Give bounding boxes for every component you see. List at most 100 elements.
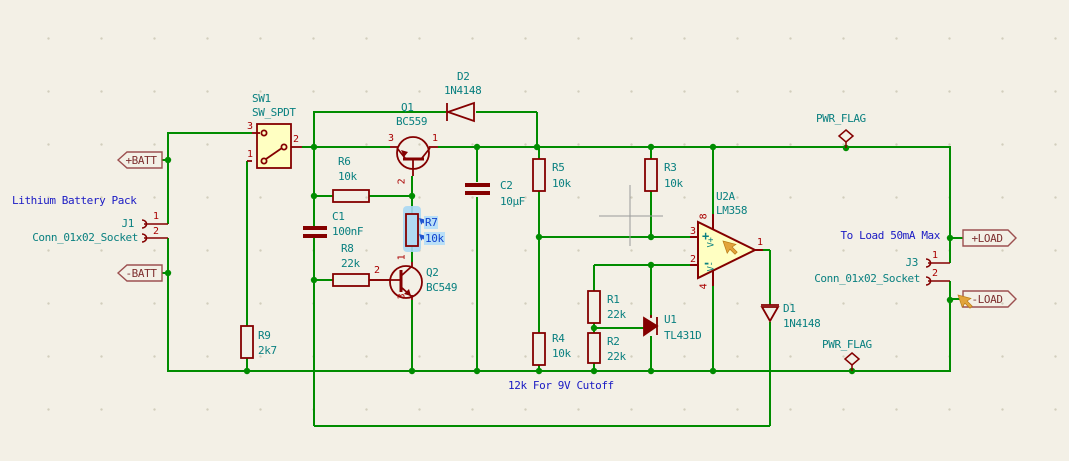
q2-pin-2: 2 bbox=[374, 265, 380, 276]
j3-pin-2: 2 bbox=[932, 268, 938, 279]
r2-ref[interactable]: R2 bbox=[607, 335, 620, 348]
d1-value[interactable]: 1N4148 bbox=[783, 317, 821, 330]
d2-ref[interactable]: D2 bbox=[457, 70, 470, 83]
component-c2[interactable] bbox=[465, 183, 490, 195]
d1-ref[interactable]: D1 bbox=[783, 302, 796, 315]
component-r3[interactable] bbox=[644, 158, 658, 192]
u1-value[interactable]: TL431D bbox=[664, 329, 702, 342]
d2-value[interactable]: 1N4148 bbox=[444, 84, 482, 97]
label-load-plus[interactable]: +LOAD bbox=[971, 232, 1003, 245]
r7-value[interactable]: 10k bbox=[424, 232, 445, 245]
component-r7[interactable] bbox=[405, 213, 419, 247]
r4-value[interactable]: 10k bbox=[552, 347, 571, 360]
j1-value[interactable]: Conn_01x02_Socket bbox=[32, 231, 138, 244]
q1-ref[interactable]: Q1 bbox=[401, 101, 414, 114]
component-r8[interactable] bbox=[332, 273, 390, 287]
sw1-pin-1: 1 bbox=[247, 149, 253, 160]
j1-ref[interactable]: J1 bbox=[121, 217, 135, 230]
pwr-flag-bottom-symbol[interactable] bbox=[843, 352, 861, 371]
component-sw1[interactable] bbox=[247, 123, 302, 169]
component-r9[interactable] bbox=[240, 325, 254, 359]
u2a-pin-2: 2 bbox=[690, 254, 696, 265]
j3-value[interactable]: Conn_01x02_Socket bbox=[814, 272, 920, 285]
c2-value[interactable]: 10µF bbox=[500, 195, 525, 208]
sw1-ref[interactable]: SW1 bbox=[252, 92, 271, 105]
r8-ref[interactable]: R8 bbox=[341, 242, 354, 255]
junction-dots bbox=[164, 143, 954, 375]
q2-ref[interactable]: Q2 bbox=[426, 266, 439, 279]
note-lithium-battery[interactable]: Lithium Battery Pack bbox=[12, 194, 137, 207]
u2a-plus-input: + bbox=[702, 229, 709, 243]
u1-ref[interactable]: U1 bbox=[664, 313, 677, 326]
r9-value[interactable]: 2k7 bbox=[258, 344, 277, 357]
r5-value[interactable]: 10k bbox=[552, 177, 571, 190]
component-d2[interactable] bbox=[445, 101, 475, 123]
r7-selection-highlight bbox=[403, 206, 421, 252]
j1-pin-2: 2 bbox=[153, 226, 159, 237]
label-pwr-flag-bottom[interactable]: PWR_FLAG bbox=[822, 338, 872, 351]
note-cutoff[interactable]: 12k For 9V Cutoff bbox=[508, 379, 614, 392]
q2-value[interactable]: BC549 bbox=[426, 281, 458, 294]
u2a-value[interactable]: LM358 bbox=[716, 204, 748, 217]
r1-value[interactable]: 22k bbox=[607, 308, 626, 321]
erc-warning-arrow-icon[interactable] bbox=[722, 240, 738, 255]
component-r6[interactable] bbox=[332, 189, 370, 203]
c2-ref[interactable]: C2 bbox=[500, 179, 513, 192]
note-load-max[interactable]: To Load 50mA Max bbox=[840, 229, 940, 242]
sw1-pin-3: 3 bbox=[247, 121, 253, 132]
label-batt-plus[interactable]: +BATT bbox=[125, 154, 157, 167]
r3-ref[interactable]: R3 bbox=[664, 161, 677, 174]
r7-ref[interactable]: R7 bbox=[424, 216, 439, 229]
global-label-flags[interactable] bbox=[116, 151, 1017, 308]
sw1-value[interactable]: SW_SPDT bbox=[252, 106, 296, 119]
j3-pin-1: 1 bbox=[932, 250, 938, 261]
r6-value[interactable]: 10k bbox=[338, 170, 357, 183]
u2a-ref[interactable]: U2A bbox=[716, 190, 735, 203]
r8-value[interactable]: 22k bbox=[341, 257, 360, 270]
flag-load-plus bbox=[962, 229, 1017, 247]
u2a-pin-1: 1 bbox=[757, 237, 763, 248]
u2a-vplus: V+ bbox=[706, 237, 717, 248]
component-j3[interactable] bbox=[925, 258, 950, 286]
component-q1[interactable] bbox=[390, 136, 438, 176]
r5-ref[interactable]: R5 bbox=[552, 161, 565, 174]
component-j1[interactable] bbox=[141, 219, 168, 243]
flag-batt-plus bbox=[116, 151, 163, 169]
q2-pin-3: 3 bbox=[396, 293, 408, 300]
q1-value[interactable]: BC559 bbox=[396, 115, 428, 128]
j3-ref[interactable]: J3 bbox=[905, 256, 919, 269]
q1-pin-1: 1 bbox=[432, 133, 438, 144]
q1-pin-3: 3 bbox=[388, 133, 394, 144]
r6-ref[interactable]: R6 bbox=[338, 155, 351, 168]
j1-pin-1: 1 bbox=[153, 211, 159, 222]
q2-pin-1: 1 bbox=[396, 254, 408, 261]
component-q2[interactable] bbox=[369, 262, 423, 300]
cursor-crosshair-icon bbox=[599, 185, 663, 246]
c1-ref[interactable]: C1 bbox=[332, 210, 345, 223]
erc-warning-arrow-icon[interactable] bbox=[957, 294, 973, 309]
component-r5[interactable] bbox=[532, 158, 546, 192]
component-r2[interactable] bbox=[587, 332, 601, 364]
component-u1[interactable] bbox=[643, 315, 659, 337]
component-c1[interactable] bbox=[303, 226, 327, 238]
component-r1[interactable] bbox=[587, 290, 601, 324]
u2a-minus-input: - bbox=[703, 256, 710, 270]
pwr-flag-top-symbol[interactable] bbox=[837, 129, 855, 148]
label-batt-minus[interactable]: -BATT bbox=[125, 267, 157, 280]
component-r4[interactable] bbox=[532, 332, 546, 366]
r2-value[interactable]: 22k bbox=[607, 350, 626, 363]
label-load-minus[interactable]: -LOAD bbox=[971, 293, 1003, 306]
u2a-pin-3: 3 bbox=[690, 226, 696, 237]
label-pwr-flag-top[interactable]: PWR_FLAG bbox=[816, 112, 866, 125]
u2a-pin-4: 4 bbox=[698, 283, 710, 290]
u2a-vminus: V- bbox=[706, 261, 717, 272]
r9-ref[interactable]: R9 bbox=[258, 329, 271, 342]
flag-batt-minus bbox=[116, 264, 163, 282]
r3-value[interactable]: 10k bbox=[664, 177, 683, 190]
c1-value[interactable]: 100nF bbox=[332, 225, 364, 238]
component-d1[interactable] bbox=[760, 304, 780, 323]
r4-ref[interactable]: R4 bbox=[552, 332, 565, 345]
r1-ref[interactable]: R1 bbox=[607, 293, 620, 306]
